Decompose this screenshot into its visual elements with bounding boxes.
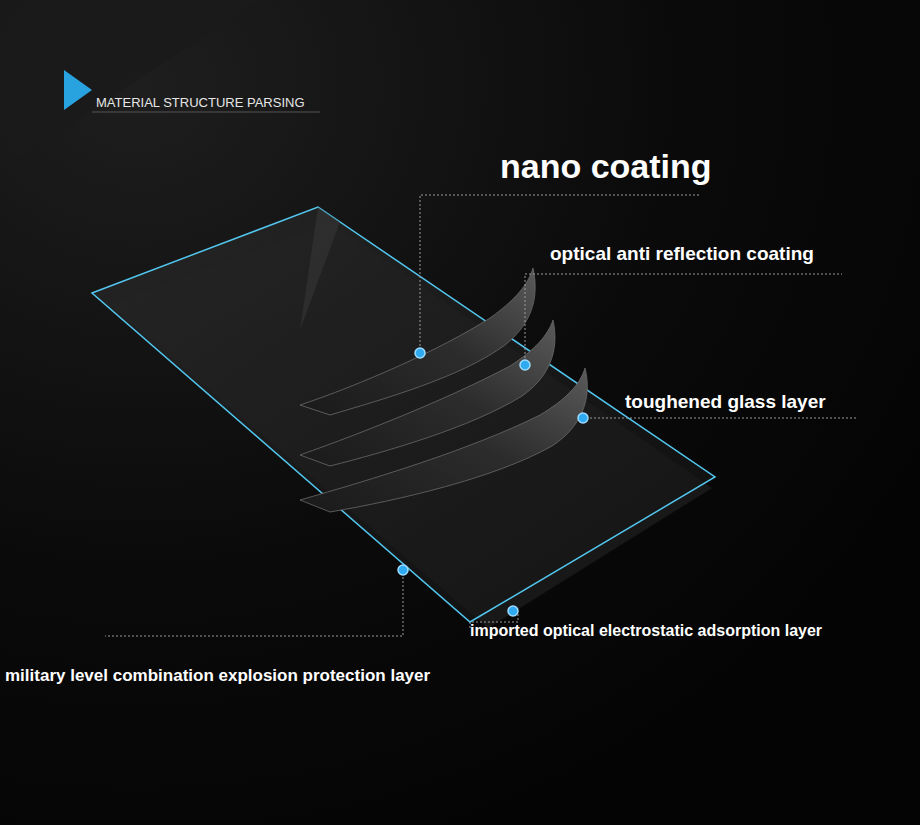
title-rule [92,112,320,113]
heading-label: nano coating [500,147,712,186]
callout-dots [398,348,588,616]
leader-line [420,195,700,346]
layer-label: optical anti reflection coating [550,243,814,265]
leader-line [590,418,856,419]
callout-dot [578,413,588,423]
layer-label: imported optical electrostatic adsorptio… [470,622,822,640]
glass-reflection [300,207,340,330]
callout-dot [415,348,425,358]
leader-line [525,274,842,358]
toughened-glass-film [300,368,587,512]
callout-dot [508,606,518,616]
curled-films [300,268,587,512]
title-marker [64,70,92,110]
glass-plate [92,207,715,622]
callout-dot [520,360,530,370]
leader-lines [105,195,856,636]
layer-label: toughened glass layer [625,391,826,413]
section-title: MATERIAL STRUCTURE PARSING [96,95,305,110]
callout-dot [398,565,408,575]
leader-line [105,577,403,636]
background-facet [0,0,260,170]
layer-label: military level combination explosion pro… [5,666,430,686]
